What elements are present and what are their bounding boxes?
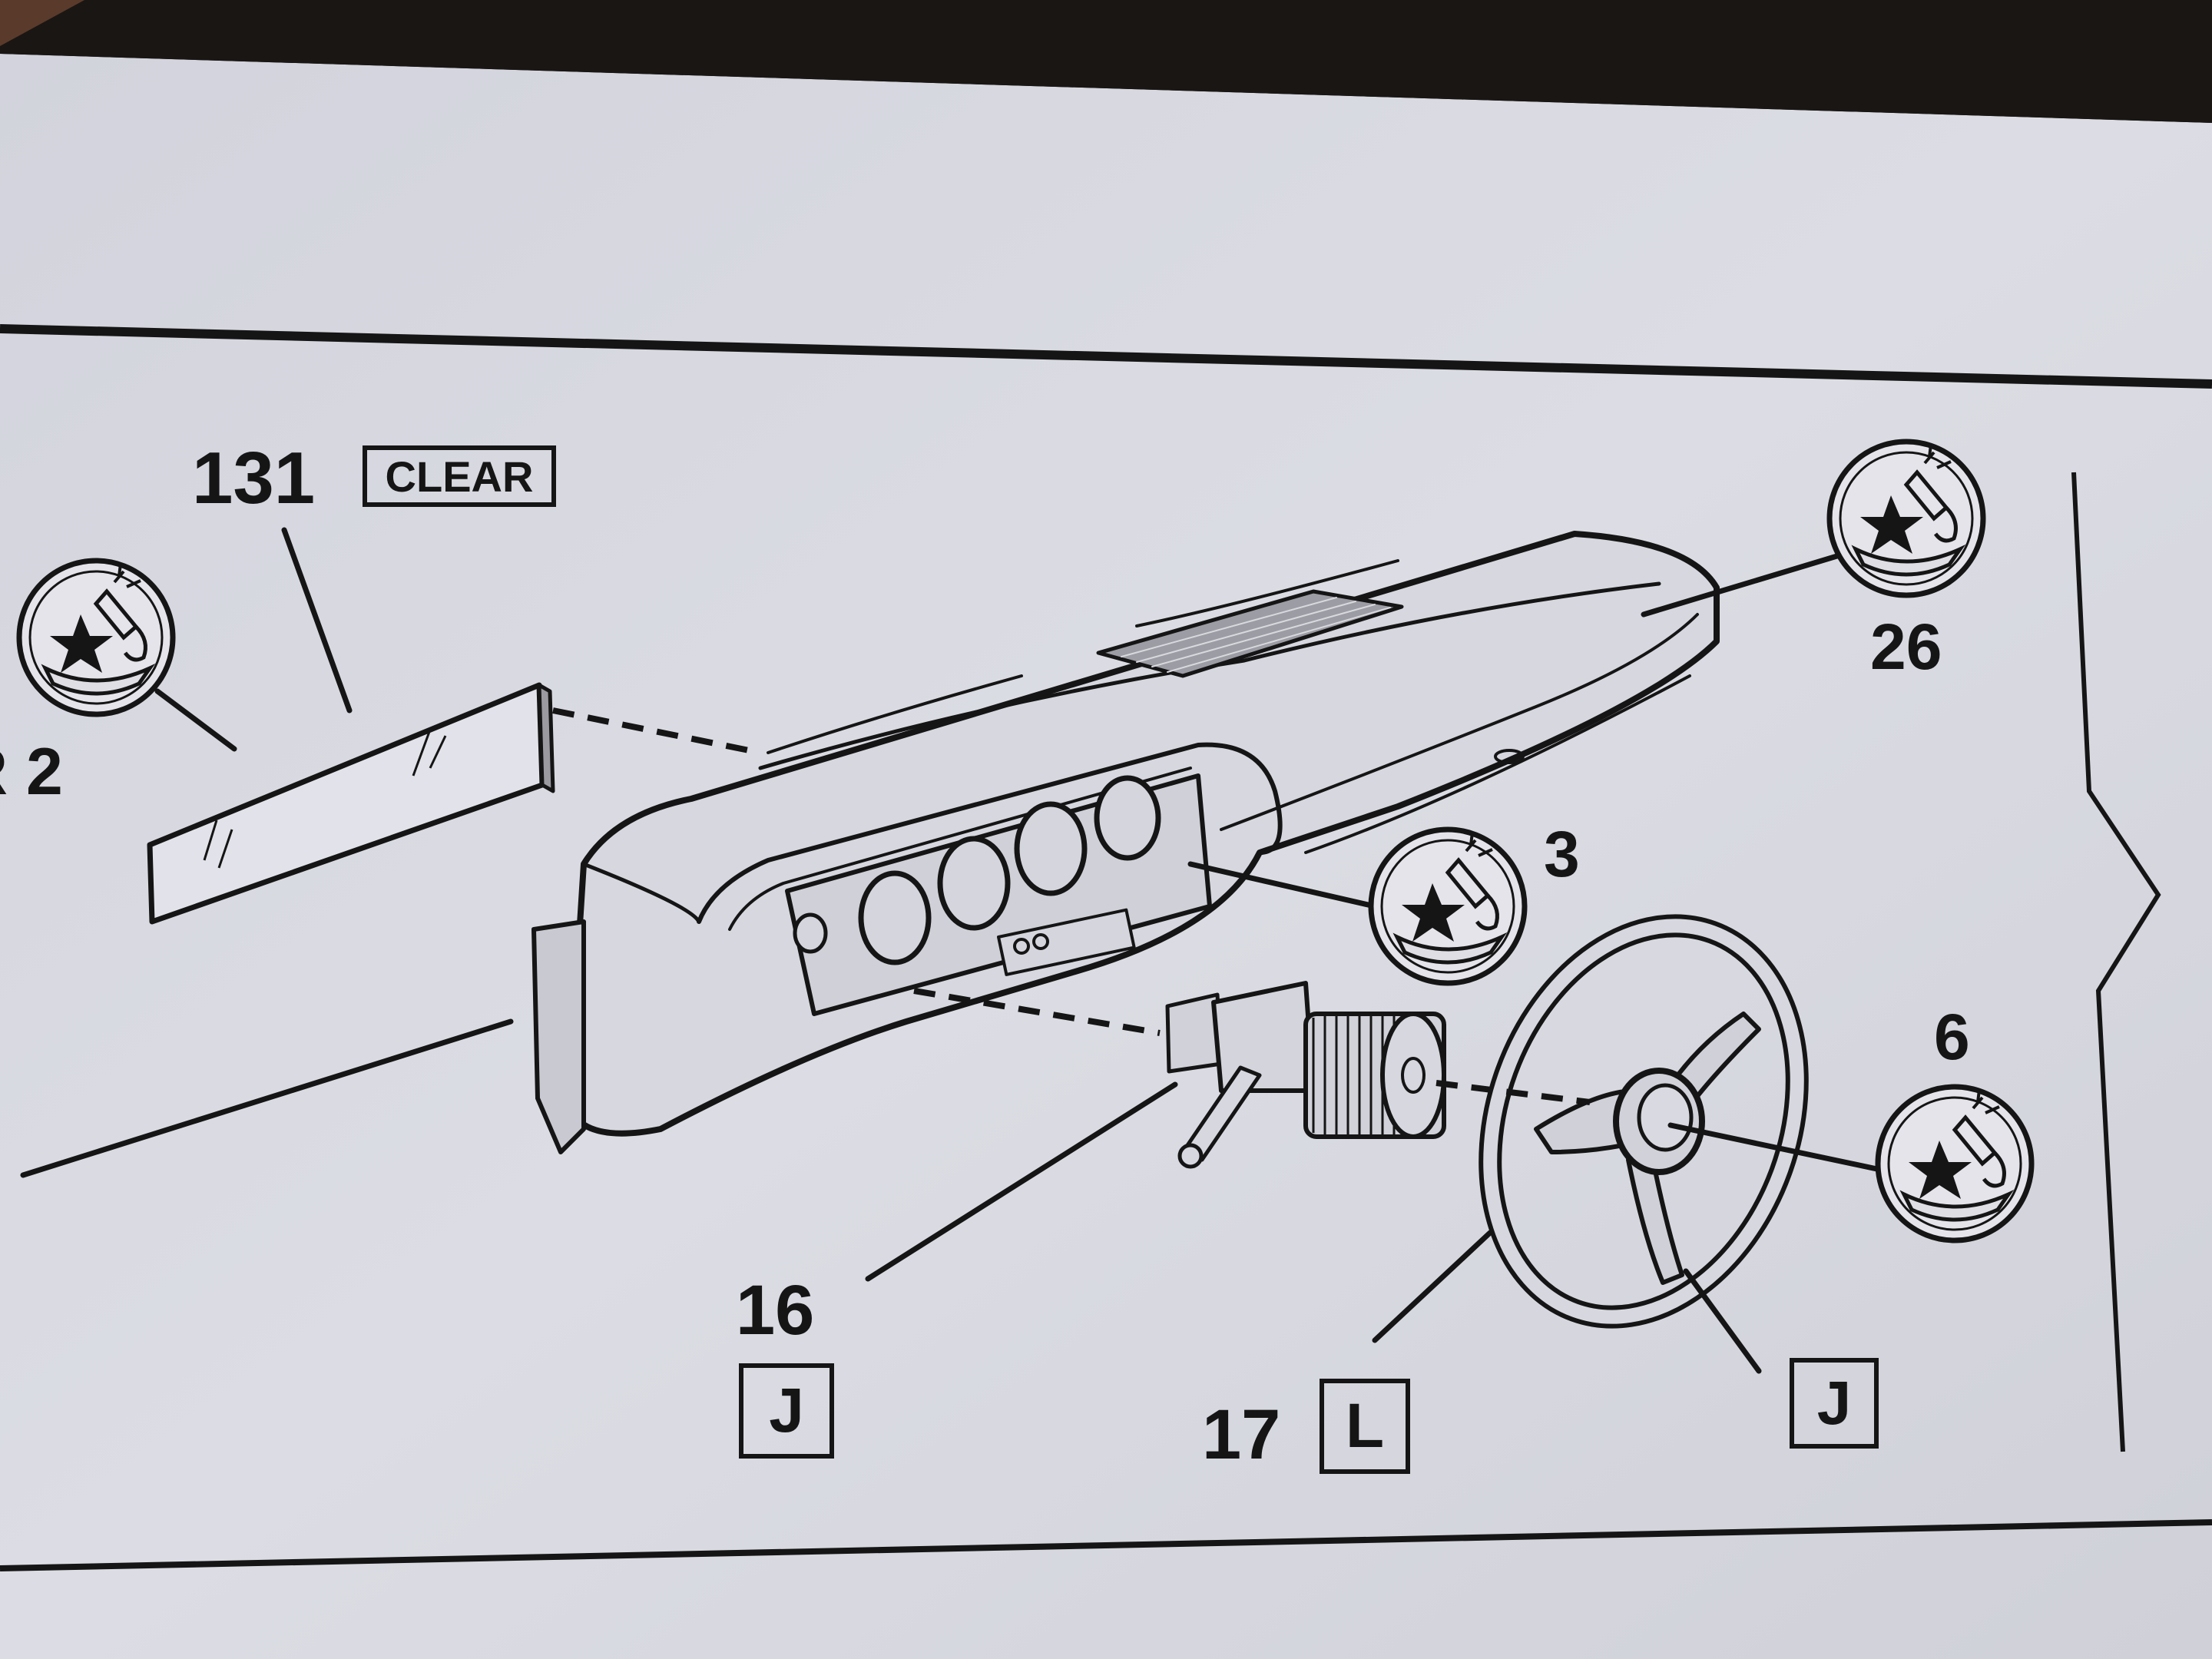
part-number-2: R 2 <box>0 735 63 809</box>
steering-wheel-part <box>1479 914 1809 1329</box>
clear-window-part <box>147 682 555 925</box>
glue-cement-icon <box>1878 1087 2032 1240</box>
frame-line-bottom <box>0 1519 2212 1571</box>
part-number-17: 17 <box>1202 1396 1281 1474</box>
sprue-tag-j-16: J <box>739 1363 834 1459</box>
glue-cement-icon <box>1830 442 1983 595</box>
part-number-3: 3 <box>1544 818 1580 890</box>
part-number-26: 26 <box>1870 611 1942 683</box>
alignment-dashes <box>552 707 1591 1105</box>
frame-line-top <box>0 324 2212 389</box>
glue-cement-icon <box>19 561 173 714</box>
leader-lines <box>20 527 1891 1374</box>
part-number-6: 6 <box>1934 1001 1970 1073</box>
steering-column-part <box>1165 981 1446 1169</box>
glue-cement-icon <box>1371 830 1525 983</box>
sprue-tag-l-17: L <box>1320 1379 1410 1474</box>
dashboard-part <box>531 531 1720 1154</box>
step-bracket <box>2071 472 2161 1452</box>
sprue-tag-j-wheel: J <box>1790 1358 1879 1449</box>
part-number-16: 16 <box>736 1271 815 1349</box>
table-background <box>0 0 2212 123</box>
clear-tag: CLEAR <box>363 445 556 507</box>
part-number-131: 131 <box>192 437 316 519</box>
